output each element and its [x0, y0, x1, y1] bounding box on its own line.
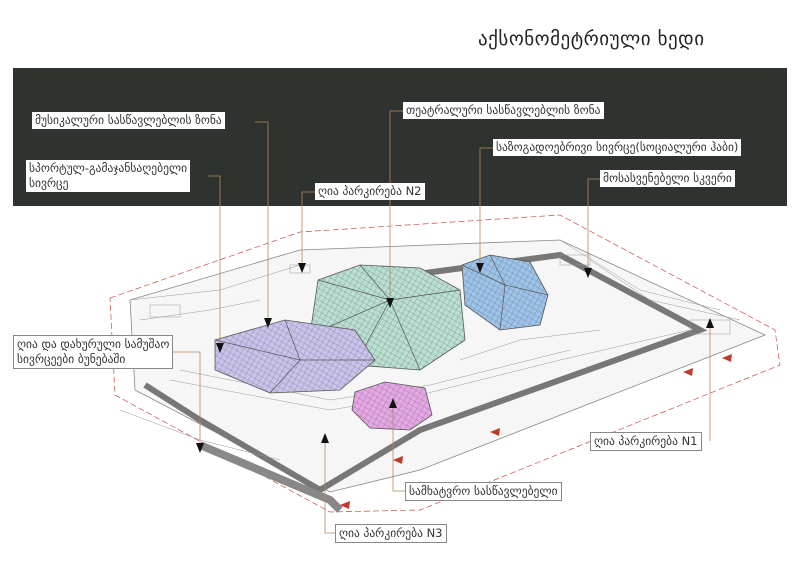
label-sport-line1: სპორტულ-გამაჯანსაღებელი — [29, 161, 188, 175]
label-sport-space: სპორტულ-გამაჯანსაღებელი სივრცე — [26, 160, 191, 192]
leader-lines — [172, 110, 711, 534]
site-ground — [129, 239, 767, 493]
access-road — [198, 441, 343, 513]
label-rest-square: მოსასვენებელი სკვერი — [600, 170, 735, 187]
label-parking-n3: ღია პარკირება N3 — [335, 524, 447, 543]
label-public-space: საზოგადოებრივი სივრცე(სოციალური ჰაბი) — [493, 139, 742, 156]
label-parking-n2: ღია პარკირება N2 — [315, 183, 425, 200]
leader-arrowheads — [196, 263, 714, 453]
public-hub-building — [461, 254, 549, 331]
label-theatre-school: თეატრალური სასწავლებლის ზონა — [403, 102, 604, 119]
music-building — [214, 319, 376, 394]
site-boundary — [109, 214, 781, 513]
label-work-line1: ღია და დახურული სამუშაო — [17, 337, 170, 351]
label-work-line2: სივრცეები ბუნებაში — [17, 352, 126, 366]
page-title: აქსონომეტრიული ხედი — [478, 28, 705, 50]
label-parking-n1: ღია პარკირება N1 — [590, 432, 702, 451]
entry-arrows — [340, 354, 732, 509]
label-music-school: მუსიკალური სასწავლებლის ზონა — [32, 112, 225, 129]
label-work-spaces: ღია და დახურული სამუშაო სივრცეები ბუნება… — [13, 335, 174, 369]
label-art-school: სამხატვრო სასწავლებელი — [405, 482, 562, 501]
label-sport-line2: სივრცე — [29, 176, 69, 190]
